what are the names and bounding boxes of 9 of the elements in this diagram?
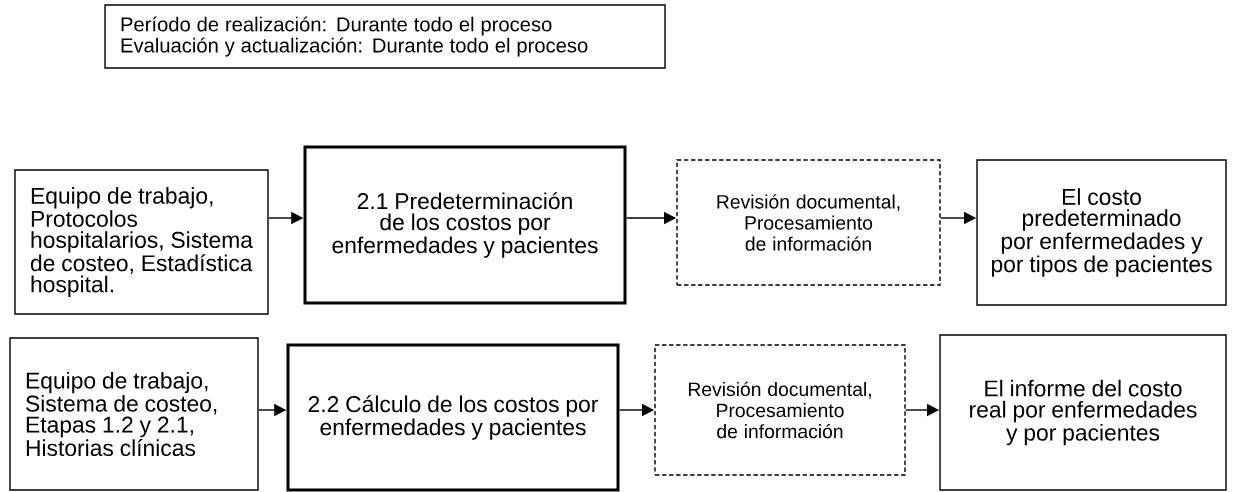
process-box: Equipo de trabajo, Protocolos hospitalarios, Sistema de costeo, Estadística hospital. [14, 169, 269, 315]
process-box: 2.1 Predeterminación de los costos por enfermedades y pacientes [303, 145, 627, 305]
process-box: 2.2 Cálculo de los costos por enfermedades y pacientes [286, 343, 620, 492]
process-box: Período de realización: Durante todo el proceso Evaluación y actualización: Durante todo el proceso [104, 4, 666, 69]
process-box: El informe del costo real por enfermedades y por pacientes [939, 334, 1227, 491]
process-box: El costo predeterminado por enfermedades y por tipos de pacientes [976, 159, 1227, 306]
method-box: Revisión documental, Procesamiento de información [654, 344, 906, 476]
method-box: Revisión documental, Procesamiento de información [676, 159, 941, 286]
process-box: Equipo de trabajo, Sistema de costeo, Etapas 1.2 y 2.1, Historias clínicas [9, 337, 259, 491]
